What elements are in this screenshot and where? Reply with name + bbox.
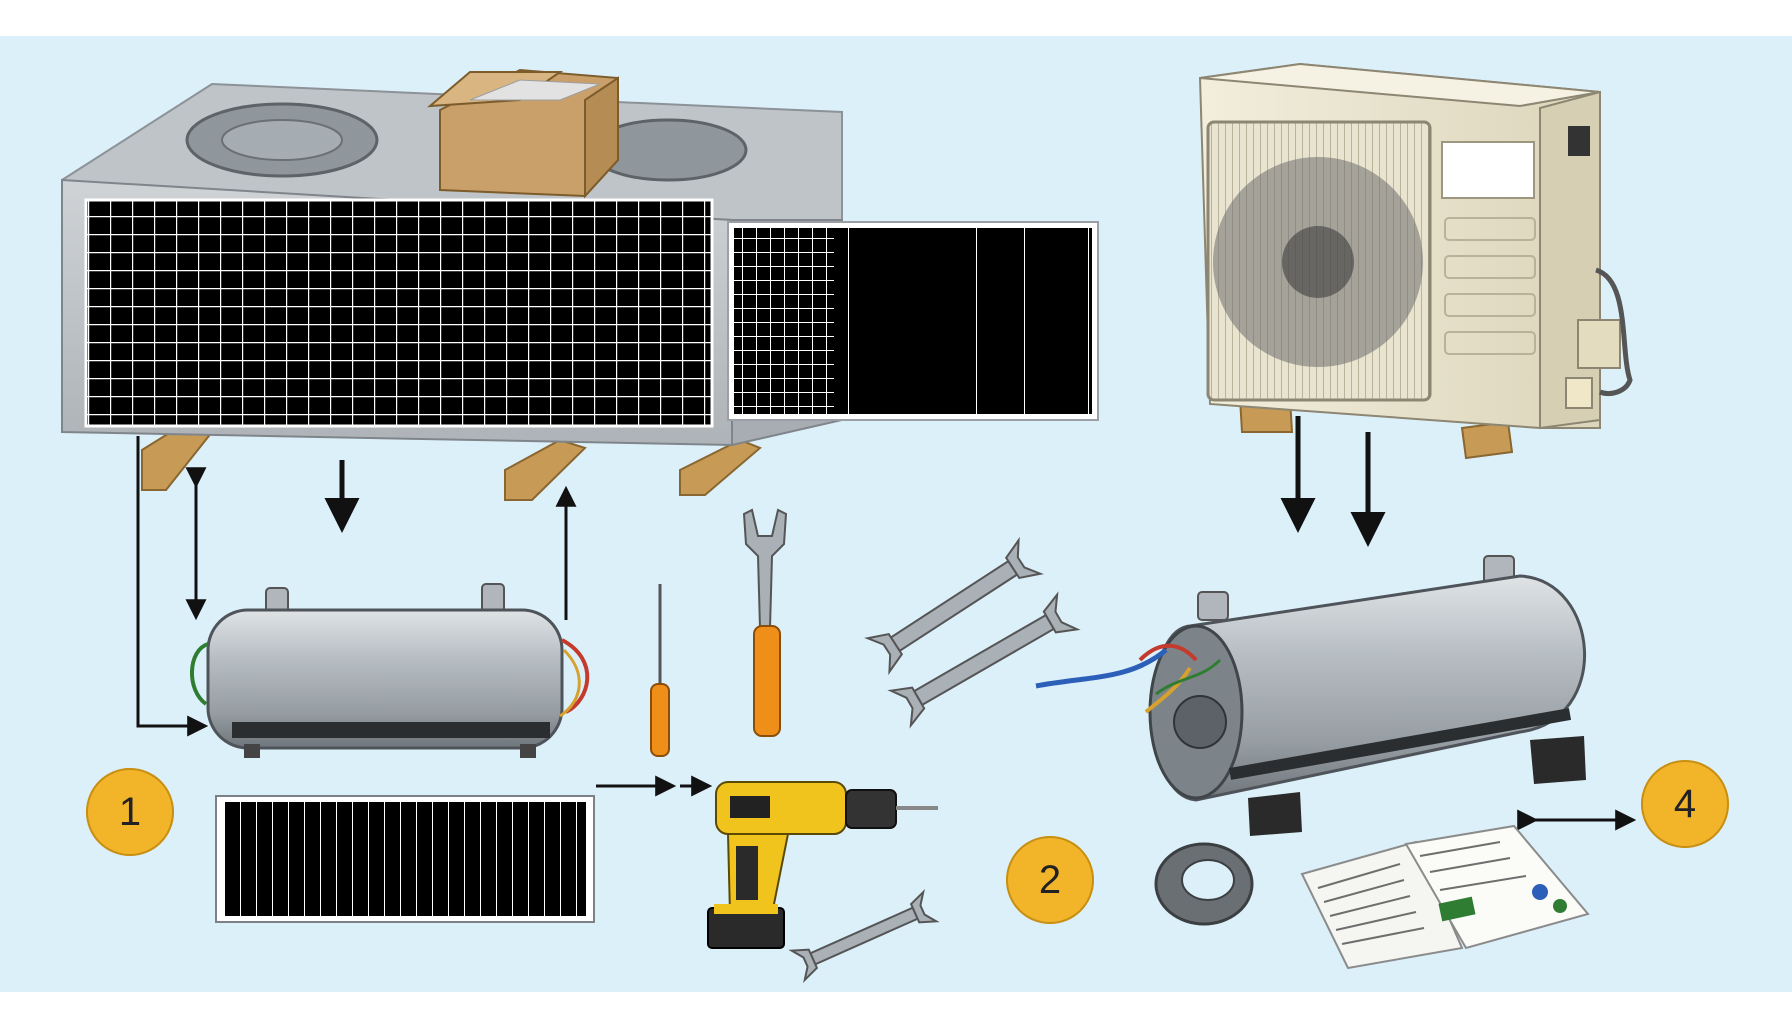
tape-roll-icon bbox=[1154, 842, 1254, 926]
manual-icon bbox=[1300, 824, 1590, 970]
compressor-right-icon bbox=[1035, 555, 1586, 836]
open-wrench-icon-1 bbox=[864, 536, 1044, 676]
wood-support-unit-right bbox=[1460, 420, 1514, 460]
compressor-left-icon bbox=[190, 583, 590, 758]
screwdriver-wrench-icon bbox=[742, 508, 788, 737]
step-badge-1: 1 bbox=[86, 768, 174, 856]
fan-hub-left bbox=[221, 119, 343, 161]
outdoor-ac-unit-icon bbox=[1198, 62, 1633, 460]
detached-coil-panel bbox=[727, 221, 1099, 421]
cardboard-box-icon bbox=[427, 68, 619, 199]
rooftop-condenser bbox=[61, 68, 843, 501]
open-wrench-icon-3 bbox=[788, 889, 940, 983]
screwdriver-small-icon bbox=[650, 584, 670, 757]
step-badge-2: 2 bbox=[1006, 836, 1094, 924]
arrow-cabinet-to-compressor bbox=[136, 436, 209, 737]
flow-arrows bbox=[136, 416, 1637, 831]
wood-support-middle bbox=[504, 438, 587, 501]
condenser-coil-front bbox=[84, 198, 714, 428]
open-wrench-icon-2 bbox=[887, 591, 1081, 729]
step-badge-4: 4 bbox=[1641, 760, 1729, 848]
loose-coil-panel-icon bbox=[215, 795, 595, 923]
cordless-drill-icon bbox=[707, 781, 938, 949]
